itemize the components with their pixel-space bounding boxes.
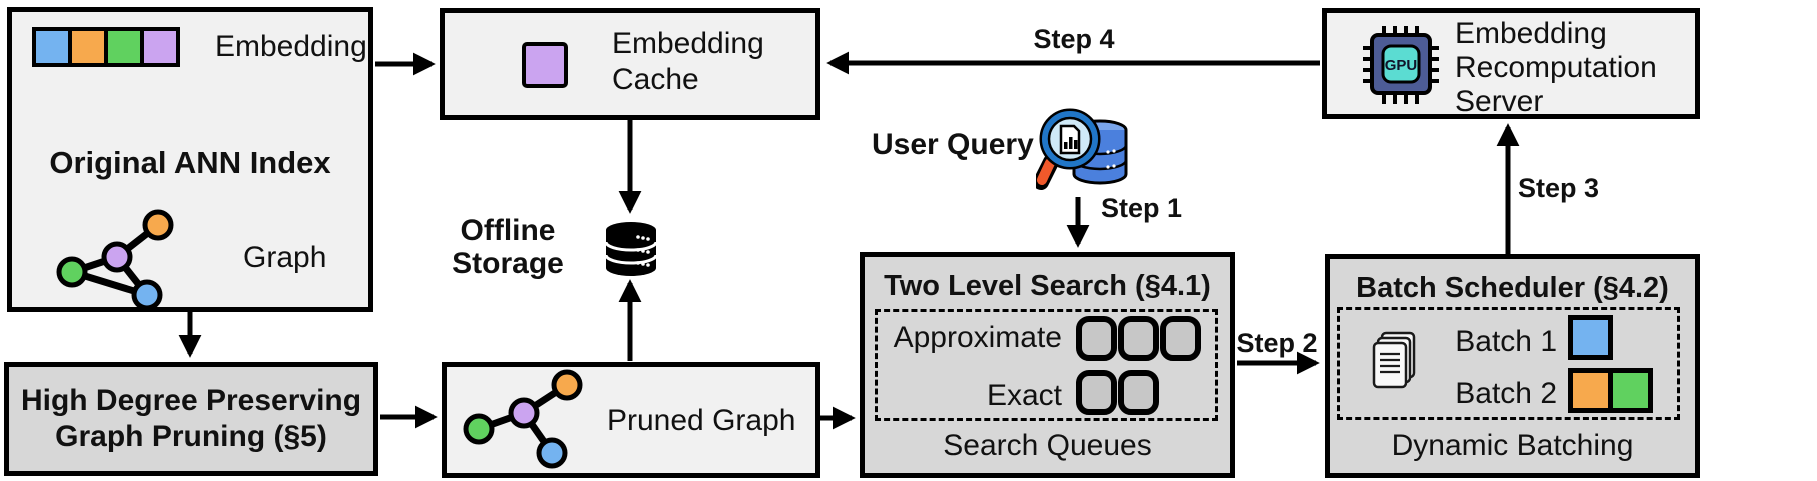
search-queues-panel: Approximate Exact: [875, 309, 1218, 421]
pruned-graph-icon: [463, 369, 583, 469]
embedding-cell-green: [104, 27, 144, 67]
database-icon: [604, 222, 658, 276]
graph-label: Graph: [243, 241, 327, 274]
step4-label: Step 4: [1033, 24, 1115, 54]
approximate-queue-slots: [1076, 316, 1202, 366]
batch2-squares: [1568, 368, 1653, 413]
embedding-cache-box: Embedding Cache: [440, 8, 820, 120]
offline-storage-label: Offline Storage: [452, 214, 564, 280]
graph-pruning-box: High Degree Preserving Graph Pruning (§5…: [4, 362, 378, 476]
gpu-icon-label: GPU: [1385, 57, 1418, 74]
embedding-cell-orange: [68, 27, 108, 67]
batch-scheduler-box: Batch Scheduler (§4.2) Batch 1 Batch 2: [1325, 254, 1700, 478]
search-queues-label: Search Queues: [943, 429, 1152, 462]
batch2-square-orange: [1568, 368, 1613, 413]
gpu-icon: GPU: [1363, 26, 1439, 104]
queue-slot: [1160, 316, 1201, 361]
dynamic-batching-label: Dynamic Batching: [1391, 429, 1634, 462]
queue-slot: [1118, 316, 1159, 361]
two-level-search-box: Two Level Search (§4.1) Approximate Exac…: [860, 252, 1235, 478]
embedding-vector: [32, 27, 180, 67]
batch-scheduler-title: Batch Scheduler (§4.2): [1356, 272, 1669, 304]
batch2-square-green: [1608, 368, 1653, 413]
cached-embedding-square: [522, 42, 568, 88]
step2-label: Step 2: [1236, 328, 1318, 358]
queue-slot: [1118, 370, 1159, 415]
two-level-search-title: Two Level Search (§4.1): [884, 270, 1211, 302]
pruned-graph-box: Pruned Graph: [442, 362, 820, 478]
batch1-label: Batch 1: [1455, 325, 1557, 358]
ann-index-title: Original ANN Index: [49, 145, 331, 180]
dynamic-batching-panel: Batch 1 Batch 2: [1337, 307, 1680, 420]
approximate-label: Approximate: [893, 321, 1062, 354]
user-query-icon: [1036, 108, 1128, 190]
embedding-cell-blue: [32, 27, 72, 67]
batch1-square-blue: [1568, 315, 1613, 360]
step1-label: Step 1: [1101, 193, 1183, 223]
exact-queue-slots: [1076, 370, 1160, 420]
pruned-graph-label: Pruned Graph: [607, 404, 796, 437]
recomputation-server-box: GPU Embedding Recomputation Server: [1322, 8, 1700, 119]
queue-slot: [1076, 316, 1117, 361]
recomputation-server-label: Embedding Recomputation Server: [1455, 17, 1657, 118]
batch1-squares: [1568, 315, 1613, 360]
embedding-cache-label: Embedding Cache: [612, 27, 764, 96]
original-ann-index-box: Embedding Original ANN Index Graph: [7, 7, 373, 312]
documents-icon: [1372, 331, 1416, 389]
ann-graph-icon: [56, 209, 174, 311]
exact-label: Exact: [986, 379, 1062, 412]
batch2-label: Batch 2: [1455, 377, 1557, 410]
step3-label: Step 3: [1518, 173, 1600, 203]
embedding-cell-purple: [140, 27, 180, 67]
queue-slot: [1076, 370, 1117, 415]
graph-pruning-label: High Degree Preserving Graph Pruning (§5…: [20, 384, 362, 453]
embedding-label: Embedding: [215, 30, 367, 63]
user-query-label: User Query: [872, 128, 1034, 161]
